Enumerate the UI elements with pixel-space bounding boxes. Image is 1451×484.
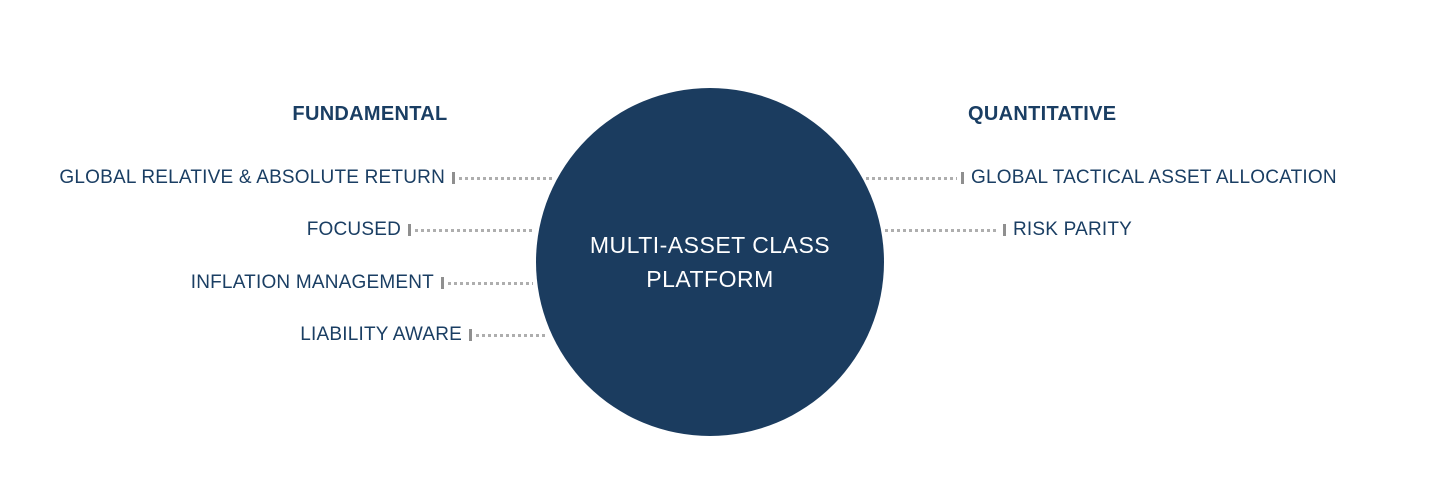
left-column-header: FUNDAMENTAL bbox=[292, 103, 448, 125]
left-item-row-inflation-management: INFLATION MANAGEMENT bbox=[0, 271, 537, 295]
circle-title-line1: MULTI-ASSET CLASS bbox=[589, 232, 831, 258]
connector-dots bbox=[448, 281, 533, 285]
left-item-row-focused: FOCUSED bbox=[0, 218, 539, 242]
item-label: RISK PARITY bbox=[1013, 219, 1133, 240]
connector-tick bbox=[1003, 224, 1006, 236]
platform-circle: MULTI-ASSET CLASS PLATFORM bbox=[536, 88, 884, 436]
connector-dots bbox=[415, 228, 535, 232]
connector-dots bbox=[866, 176, 957, 180]
right-column-header: QUANTITATIVE bbox=[968, 103, 1117, 125]
circle-title-line2: PLATFORM bbox=[646, 266, 774, 292]
item-label: INFLATION MANAGEMENT bbox=[190, 272, 434, 293]
connector-tick bbox=[452, 172, 455, 184]
connector-dots bbox=[459, 176, 554, 180]
item-label: GLOBAL TACTICAL ASSET ALLOCATION bbox=[971, 167, 1337, 188]
connector-dots bbox=[476, 333, 548, 337]
right-item-row-gtaa: GLOBAL TACTICAL ASSET ALLOCATION bbox=[862, 166, 1337, 190]
right-item-row-risk-parity: RISK PARITY bbox=[881, 218, 1132, 242]
left-item-row-liability-aware: LIABILITY AWARE bbox=[0, 323, 552, 347]
item-label: FOCUSED bbox=[306, 219, 401, 240]
connector-tick bbox=[469, 329, 472, 341]
connector-dots bbox=[885, 228, 999, 232]
connector-tick bbox=[408, 224, 411, 236]
item-label: GLOBAL RELATIVE & ABSOLUTE RETURN bbox=[59, 167, 445, 188]
connector-tick bbox=[961, 172, 964, 184]
item-label: LIABILITY AWARE bbox=[300, 324, 462, 345]
left-item-row-global-relative: GLOBAL RELATIVE & ABSOLUTE RETURN bbox=[0, 166, 558, 190]
connector-tick bbox=[441, 277, 444, 289]
